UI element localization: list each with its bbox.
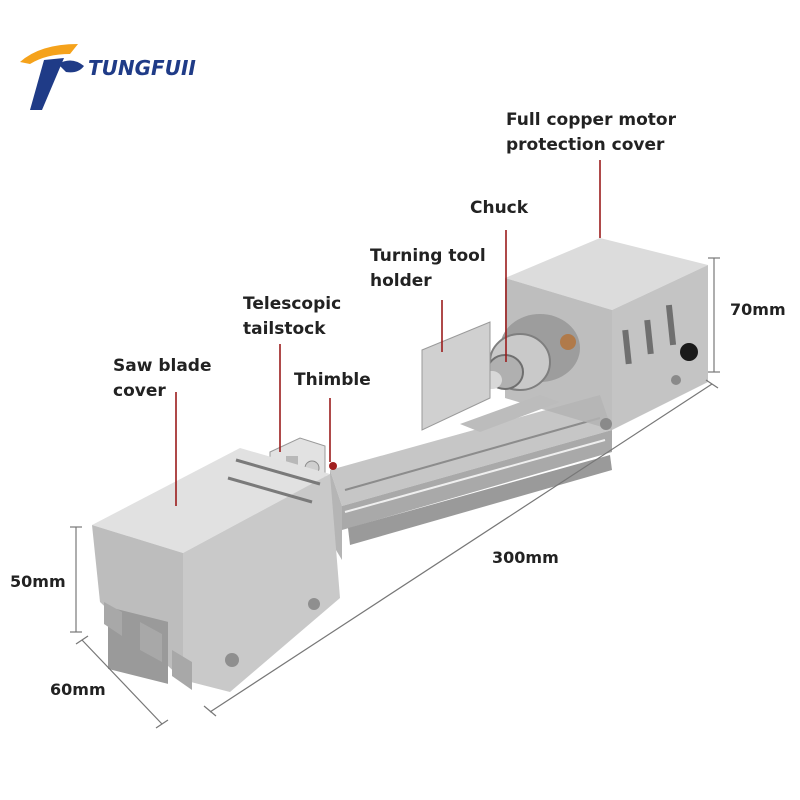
label-motor-cover-line2: protection cover bbox=[506, 135, 665, 155]
dimension-length: 300mm bbox=[492, 548, 559, 567]
dimension-lines bbox=[70, 257, 720, 729]
label-saw-cover-line2: cover bbox=[113, 381, 166, 401]
label-motor-cover: Full copper motor protection cover bbox=[506, 108, 676, 158]
label-thimble-text: Thimble bbox=[294, 370, 371, 390]
label-thimble: Thimble bbox=[294, 368, 371, 393]
label-saw-cover-line1: Saw blade bbox=[113, 356, 212, 376]
brand-name-text: TUNGFUII bbox=[88, 56, 196, 80]
dimension-width: 60mm bbox=[50, 680, 106, 699]
label-chuck: Chuck bbox=[470, 196, 528, 221]
leader-lines bbox=[175, 160, 601, 506]
dimension-height-motor: 70mm bbox=[730, 300, 786, 319]
dimension-height-front: 50mm bbox=[10, 572, 66, 591]
turning-tool-holder bbox=[421, 321, 560, 432]
label-motor-cover-line1: Full copper motor bbox=[506, 110, 676, 130]
label-tool-holder-line1: Turning tool bbox=[370, 246, 486, 266]
label-tailstock-line2: tailstock bbox=[243, 319, 326, 339]
label-chuck-text: Chuck bbox=[470, 198, 529, 218]
lathe-bed bbox=[330, 395, 612, 560]
label-tool-holder: Turning tool holder bbox=[370, 244, 486, 294]
brand-name: TUNGFUII bbox=[88, 56, 196, 80]
label-saw-cover: Saw blade cover bbox=[113, 354, 212, 404]
label-tailstock-line1: Telescopic bbox=[243, 294, 342, 314]
saw-blade-cover bbox=[92, 448, 340, 692]
label-tool-holder-line2: holder bbox=[370, 271, 432, 291]
label-tailstock: Telescopic tailstock bbox=[243, 292, 341, 342]
tungfuii-logo-icon bbox=[20, 44, 84, 110]
